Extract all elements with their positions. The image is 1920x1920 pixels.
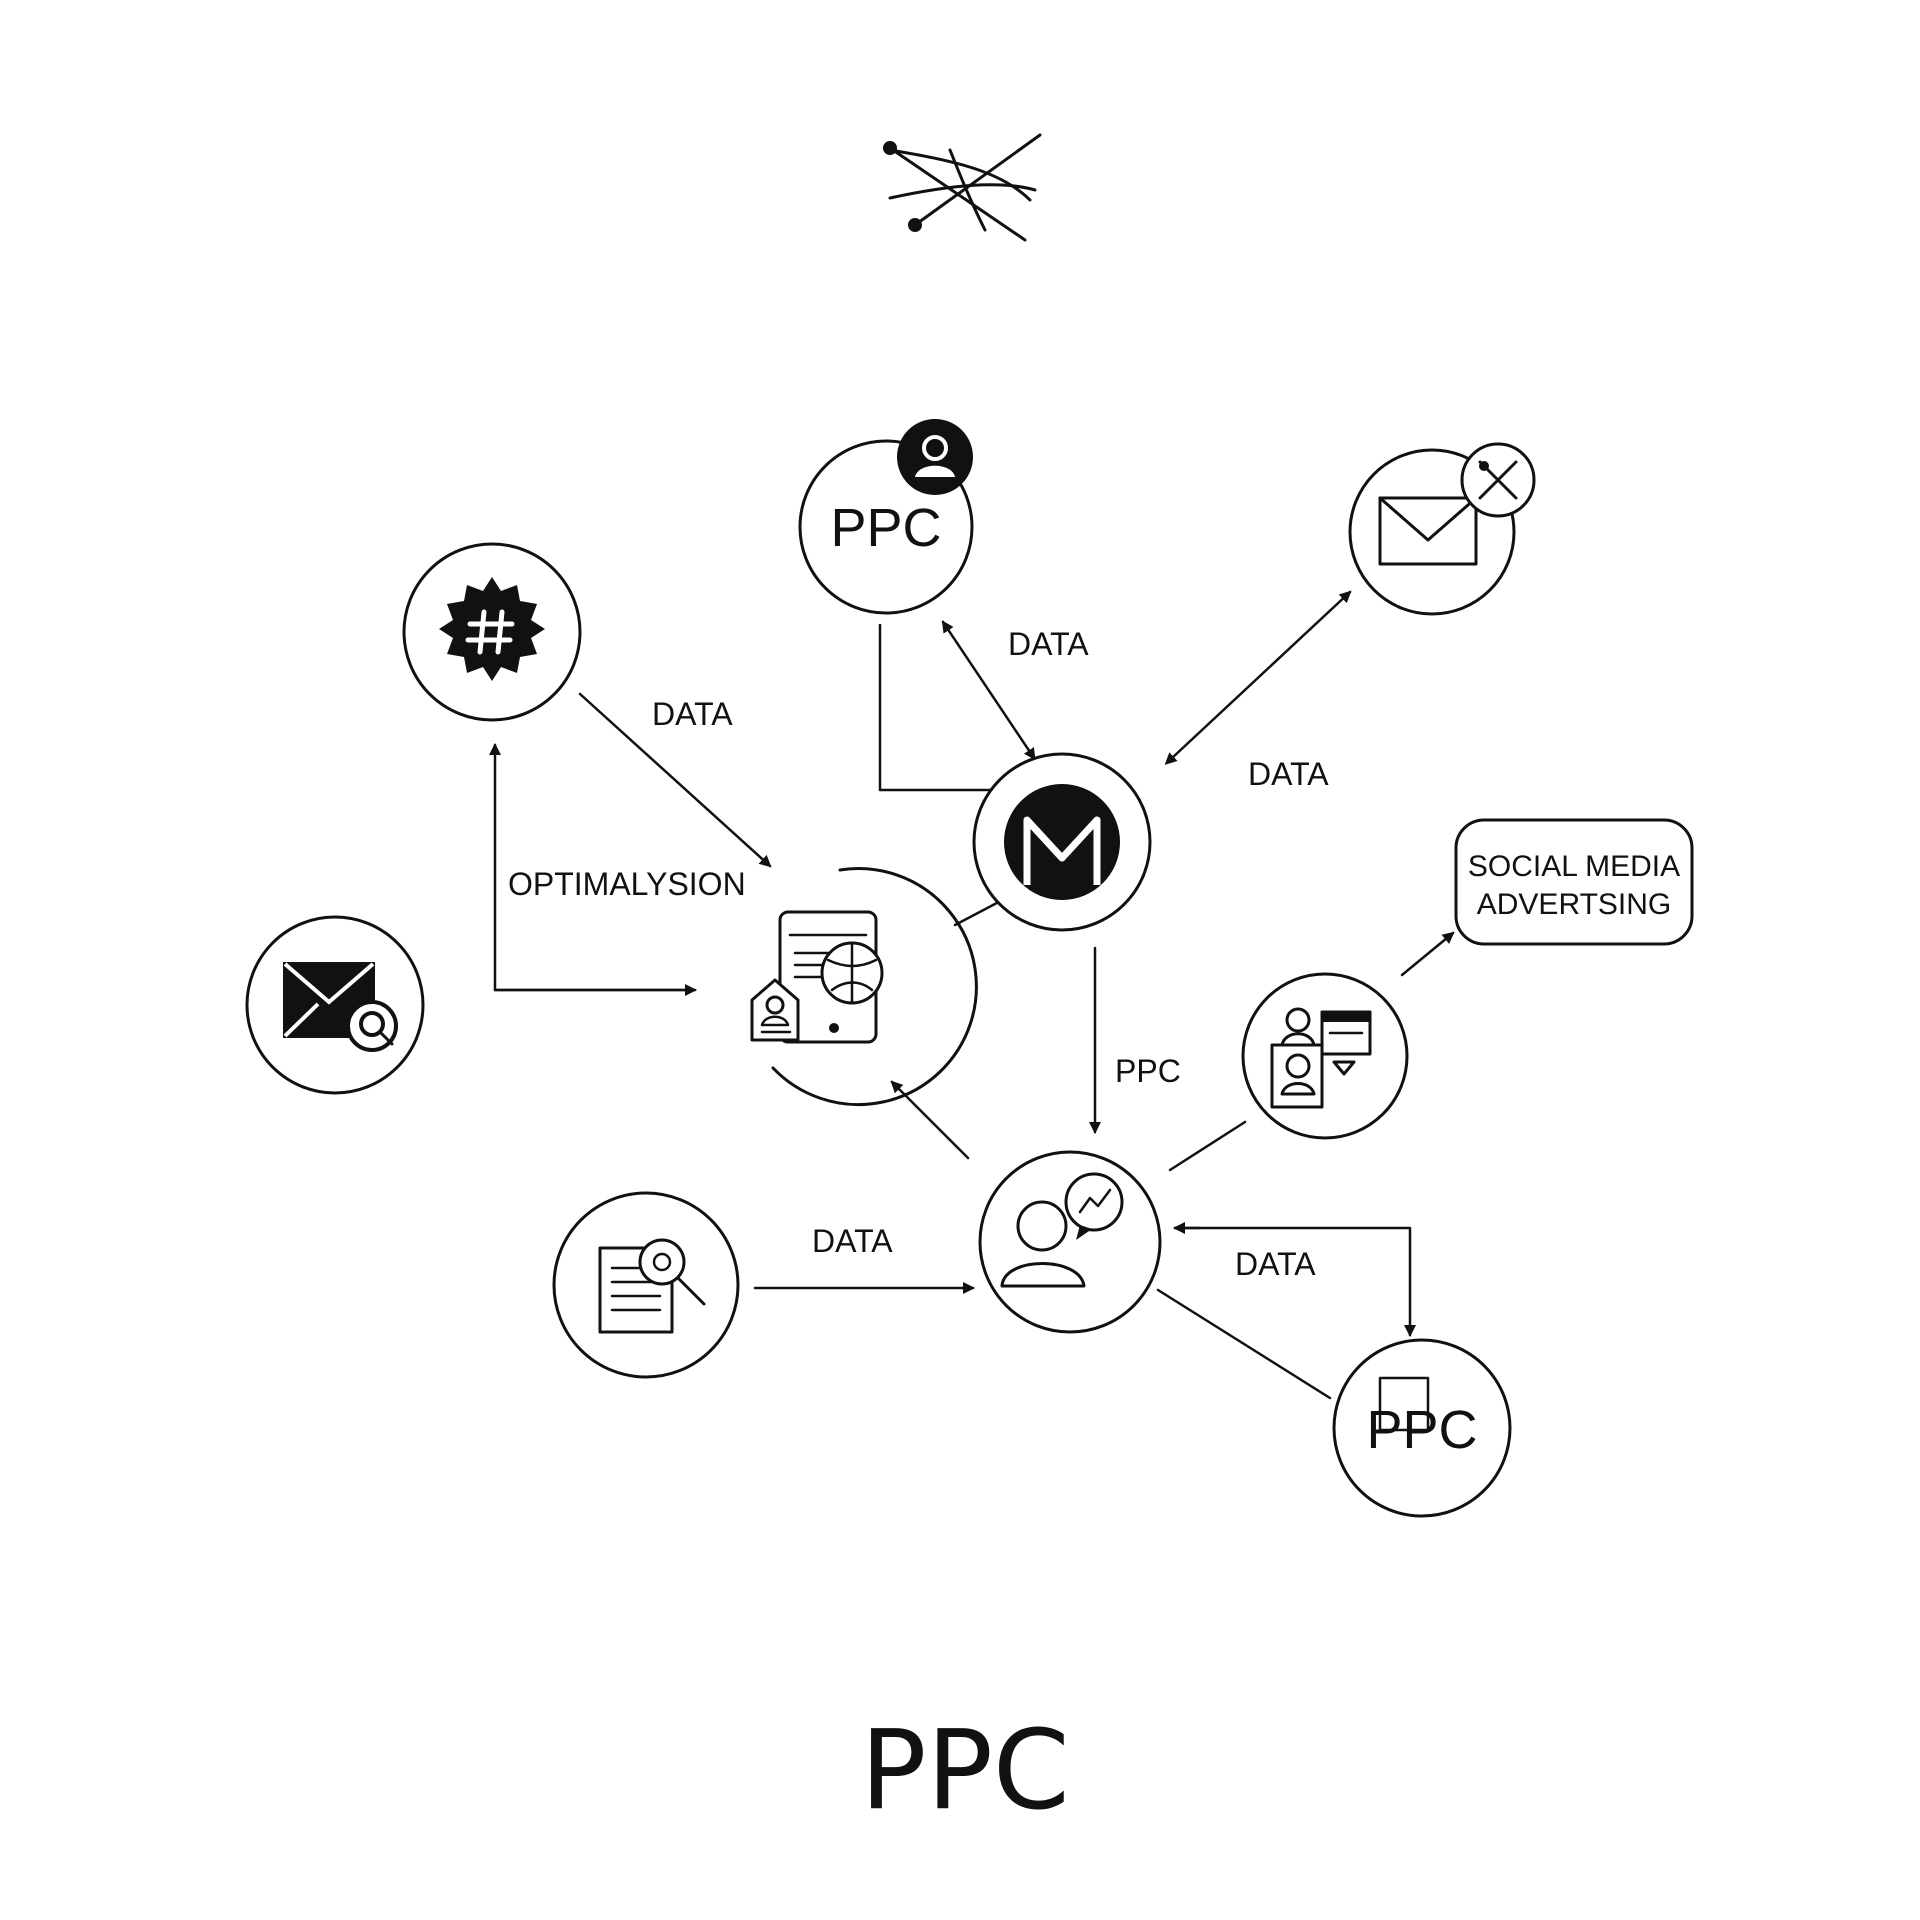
doc-node (552, 1191, 740, 1379)
edge-person-ppc (1156, 1288, 1332, 1400)
envelope-search-icon (283, 962, 398, 1052)
edge-label-doc: DATA (812, 1223, 893, 1259)
person-node (978, 1150, 1162, 1334)
user-badge-icon (897, 419, 973, 495)
edge-person-ppc-elbow (1173, 1226, 1416, 1337)
ppc-bottom-label: PPC (1366, 1400, 1477, 1460)
edge-label-gear: DATA (652, 696, 733, 732)
envelope-icon (1378, 496, 1478, 566)
monero-icon (1004, 784, 1120, 900)
people-screen-icon (1270, 1007, 1372, 1109)
meeting-node (1241, 972, 1409, 1140)
edge-label-person-ppc: DATA (1235, 1246, 1316, 1282)
edge-label-mail: DATA (1248, 756, 1329, 792)
edge-label-ppc: DATA (1008, 626, 1089, 662)
connectors (489, 590, 1455, 1400)
edge-meeting-social (1400, 931, 1455, 977)
mail-search-node (245, 915, 425, 1095)
mail-top-node (1348, 442, 1536, 616)
edge-person-meeting (1168, 1120, 1247, 1172)
edge-gear-device (578, 692, 772, 868)
gear-hash-icon (439, 577, 545, 681)
document-search-icon (598, 1238, 706, 1334)
edge-person-device (890, 1080, 970, 1160)
edge-label-optim: OPTIMALYSION (508, 866, 746, 902)
crossed-lines-icon (883, 133, 1042, 242)
edge-m-mail (1164, 590, 1352, 765)
edge-ppc-m (941, 620, 1036, 761)
square-frame (1378, 1376, 1430, 1432)
tools-icon (1460, 442, 1536, 518)
device-profile-icon (750, 910, 884, 1044)
social-media-line1: SOCIAL MEDIA (1468, 850, 1680, 883)
ppc-top-label: PPC (830, 498, 941, 558)
edge-label-m-person: PPC (1115, 1053, 1181, 1089)
social-media-line2: ADVERTSING (1477, 888, 1672, 921)
device-node (750, 867, 978, 1107)
person-chat-icon (1000, 1172, 1124, 1288)
center-node (972, 752, 1152, 932)
edge-ppc-elbow (878, 623, 1012, 796)
page-title: PPC (860, 1706, 1069, 1834)
gear-node (402, 542, 582, 722)
ppc-top-node: PPC (798, 419, 974, 615)
ppc-bottom-node: PPC (1332, 1338, 1512, 1518)
social-media-tag: SOCIAL MEDIA ADVERTSING (1454, 818, 1694, 946)
